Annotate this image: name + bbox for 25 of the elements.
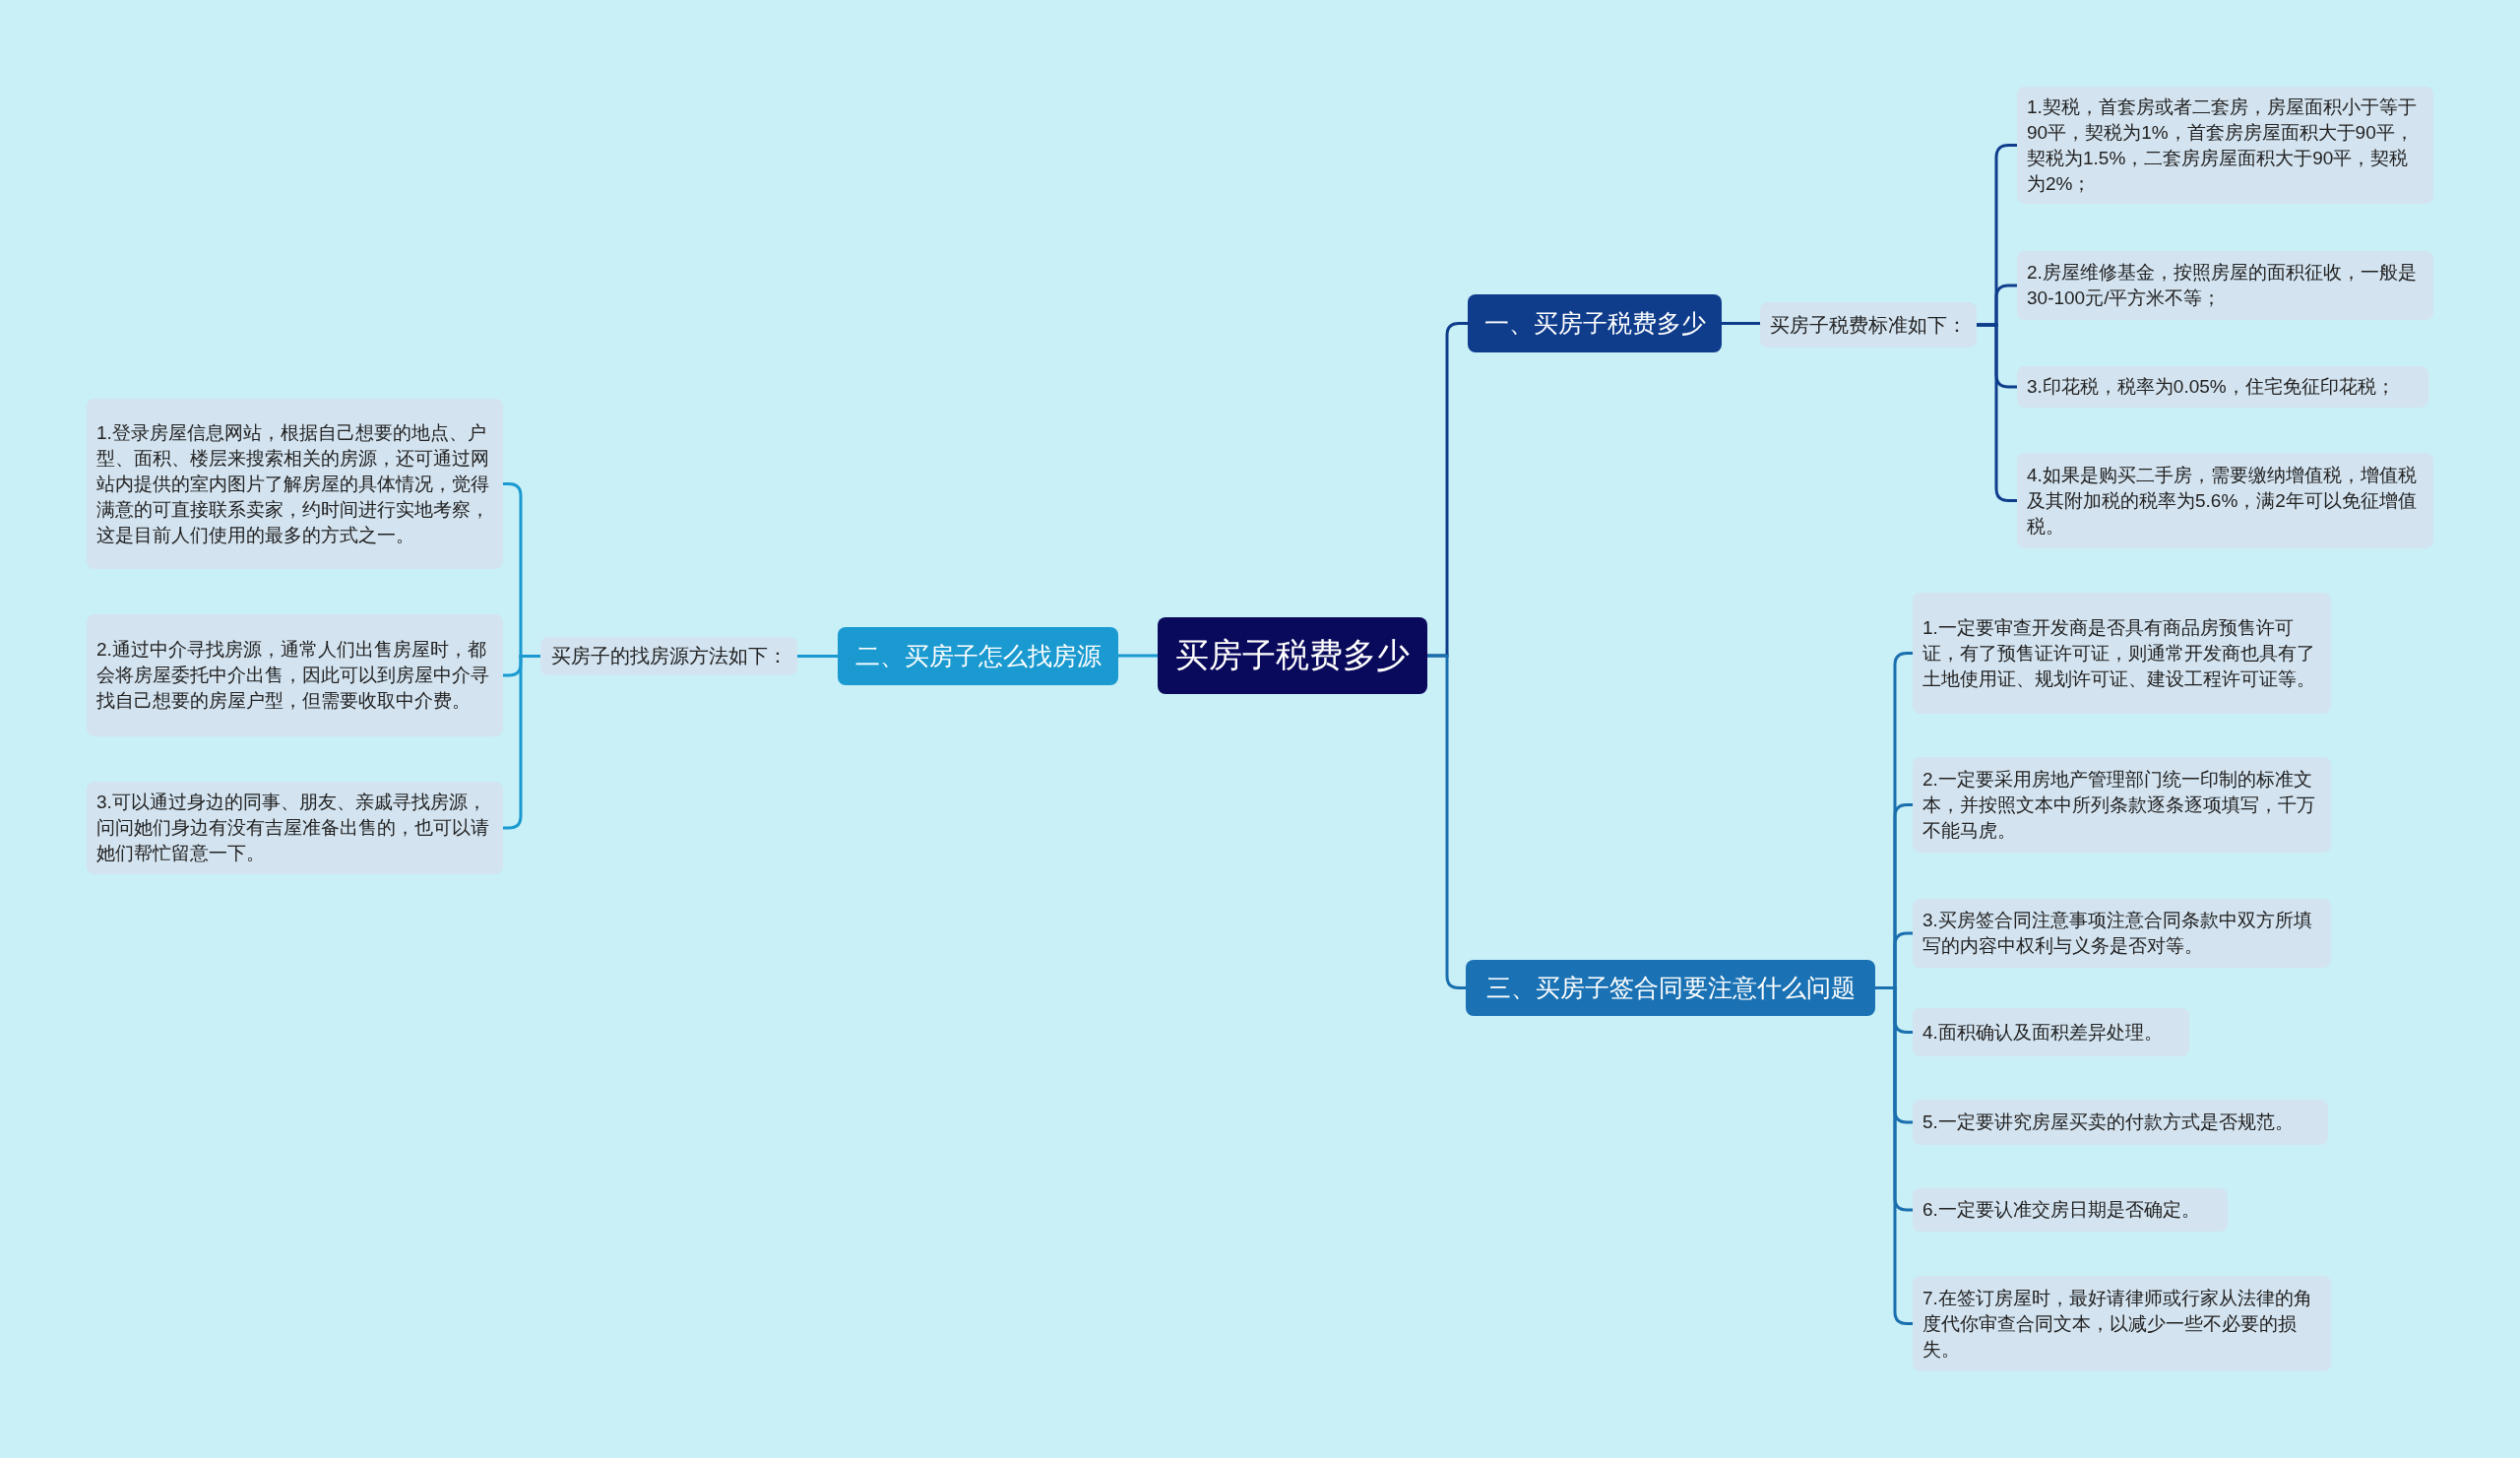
detail-box: 1.契税，首套房或者二套房，房屋面积小于等于90平，契税为1%，首套房房屋面积大于90平，契税为1.5%，二套房房屋面积大于90平，契税为2%； <box>2017 87 2433 204</box>
connector-line <box>1118 654 1158 658</box>
detail-box: 7.在签订房屋时，最好请律师或行家从法律的角度代你审查合同文本，以减少一些不必要的损失。 <box>1913 1276 2331 1371</box>
subtopic-box: 买房子税费标准如下： <box>1760 302 1977 348</box>
detail-box: 2.一定要采用房地产管理部门统一印制的标准文本，并按照文本中所列条款逐条逐项填写，千万不能马虎。 <box>1913 757 2331 853</box>
detail-box: 1.登录房屋信息网站，根据自己想要的地点、户型、面积、楼层来搜索相关的房源，还可通过网站内提供的室内图片了解房屋的具体情况，觉得满意的可直接联系卖家，约时间进行实地考察，这是目前人们使用的最多的方式之一。 <box>87 399 503 569</box>
topic-box: 二、买房子怎么找房源 <box>838 627 1118 685</box>
topic-box: 一、买房子税费多少 <box>1468 294 1722 352</box>
detail-box: 3.印花税，税率为0.05%，住宅免征印花税； <box>2017 366 2428 408</box>
connector-line <box>1722 322 1760 325</box>
connector-line <box>797 655 838 658</box>
detail-box: 6.一定要认准交房日期是否确定。 <box>1913 1188 2228 1232</box>
detail-box: 2.房屋维修基金，按照房屋的面积征收，一般是30-100元/平方米不等； <box>2017 251 2433 320</box>
subtopic-box: 买房子的找房源方法如下： <box>540 637 797 675</box>
detail-box: 4.面积确认及面积差异处理。 <box>1913 1008 2189 1056</box>
topic-box: 三、买房子签合同要注意什么问题 <box>1466 960 1875 1016</box>
detail-box: 2.通过中介寻找房源，通常人们出售房屋时，都会将房屋委托中介出售，因此可以到房屋中介寻找自己想要的房屋户型，但需要收取中介费。 <box>87 614 503 736</box>
central-topic-box: 买房子税费多少 <box>1158 617 1427 694</box>
detail-box: 4.如果是购买二手房，需要缴纳增值税，增值税及其附加税的税率为5.6%，满2年可以免征增值税。 <box>2017 453 2433 548</box>
detail-box: 1.一定要审查开发商是否具有商品房预售许可证，有了预售证许可证，则通常开发商也具有了土地使用证、规划许可证、建设工程许可证等。 <box>1913 593 2331 714</box>
detail-box: 3.买房签合同注意事项注意合同条款中双方所填写的内容中权利与义务是否对等。 <box>1913 899 2331 968</box>
connector-line <box>1875 986 1913 1325</box>
detail-box: 3.可以通过身边的同事、朋友、亲戚寻找房源，问问她们身边有没有吉屋准备出售的，也可以请她们帮忙留意一下。 <box>87 782 503 874</box>
detail-box: 5.一定要讲究房屋买卖的付款方式是否规范。 <box>1913 1100 2328 1145</box>
connector-line <box>1977 323 2017 502</box>
